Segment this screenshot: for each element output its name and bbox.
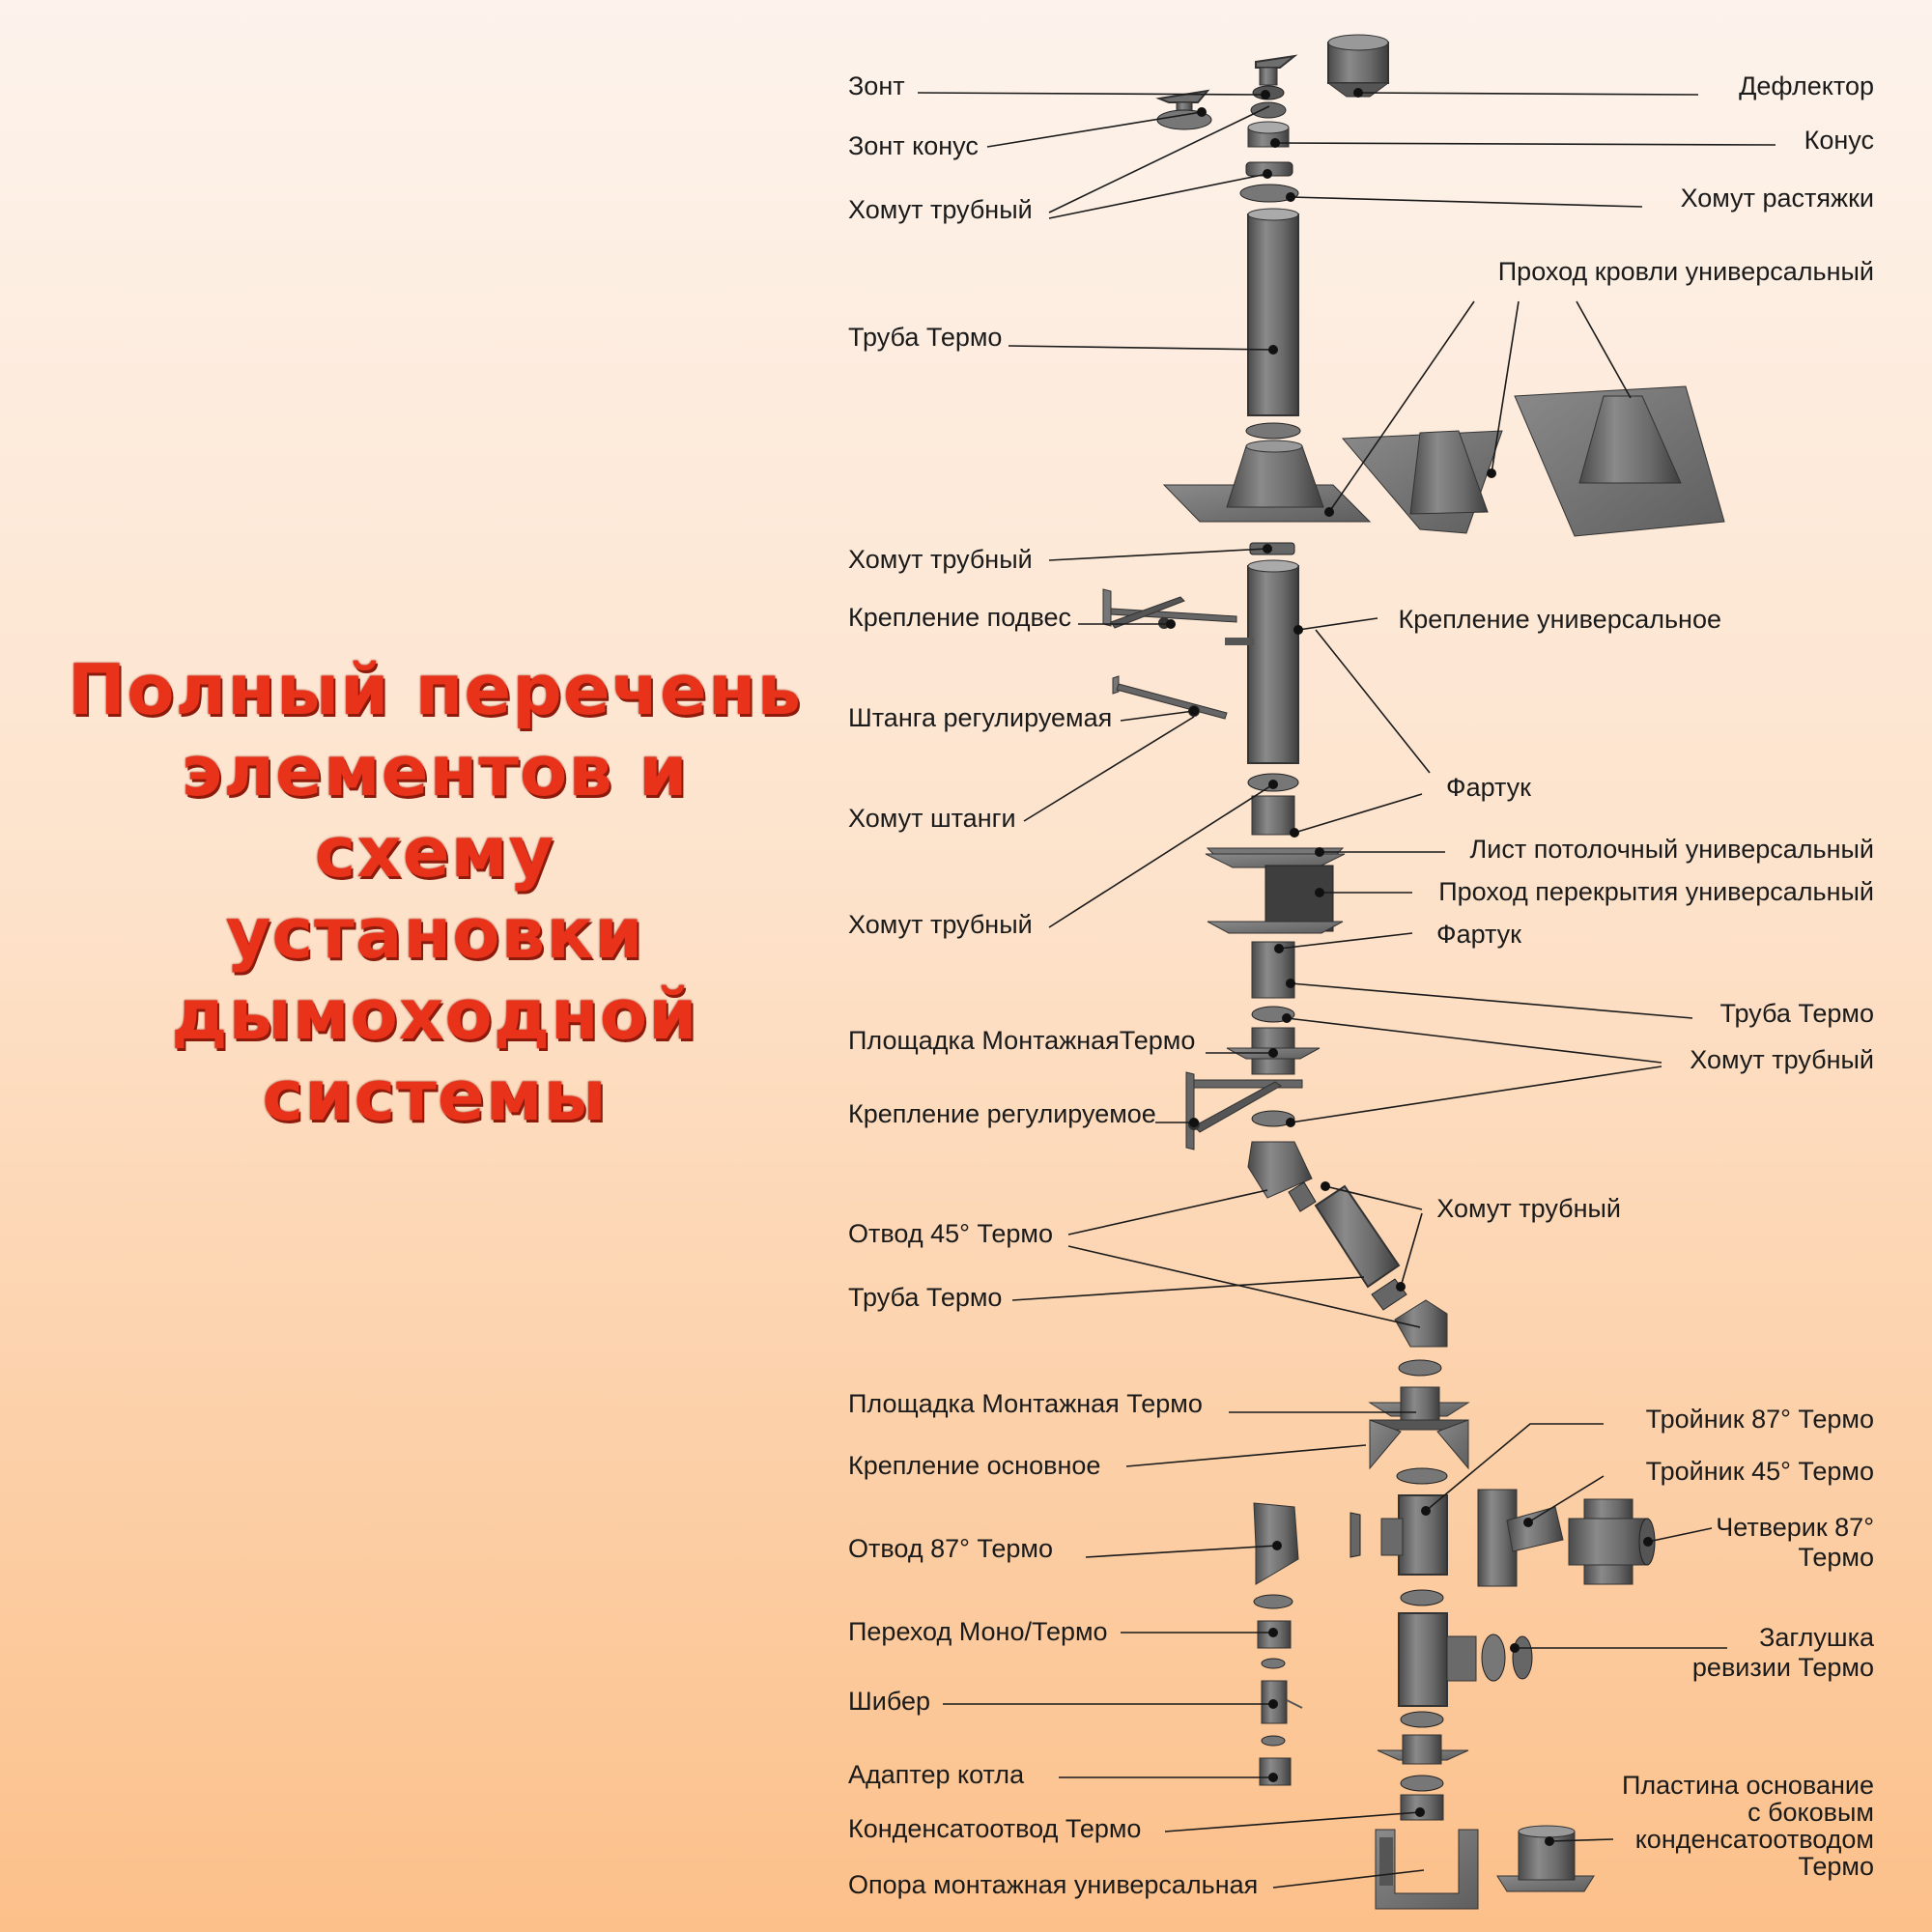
lower-platform-part — [1377, 1711, 1469, 1792]
label-fartuk-2: Фартук — [1436, 920, 1521, 949]
kreplenie-osn-part — [1369, 1419, 1469, 1470]
perehod-part — [1253, 1594, 1293, 1649]
kreplenie-podves-part — [1102, 588, 1237, 629]
label-ploshadka-2: Площадка Монтажная Термо — [848, 1389, 1203, 1418]
label-truba-3: Труба Термо — [1719, 999, 1874, 1028]
label-list-potolochny: Лист потолочный универсальный — [1469, 835, 1874, 864]
prohod-krovli-2 — [1341, 430, 1503, 534]
label-perehod: Переход Моно/Термо — [848, 1617, 1108, 1646]
ploshadka-2-part — [1368, 1359, 1470, 1431]
prohod-krovli-1 — [1162, 440, 1372, 523]
zont-part — [1250, 54, 1298, 119]
label-otvod-87: Отвод 87° Термо — [848, 1534, 1054, 1563]
label-zont-konus: Зонт конус — [848, 131, 979, 160]
headline: Полный перечень элементов и схему устано… — [58, 649, 811, 1136]
label-chetverik: Четверик 87° Термо — [1716, 1513, 1874, 1572]
label-prohod-krovli: Проход кровли универсальный — [1497, 257, 1874, 286]
label-zaglushka: Заглушка ревизии Термо — [1691, 1623, 1874, 1682]
zaglushka-part — [1398, 1589, 1533, 1707]
homut-top-parts — [1239, 161, 1299, 203]
label-kreplenie-reg: Крепление регулируемое — [848, 1099, 1156, 1128]
label-kreplenie-univ: Крепление универсальное — [1398, 605, 1721, 634]
label-truba-2: Труба Термо — [848, 1283, 1003, 1312]
headline-line-2: элементов и схему — [181, 730, 689, 893]
leader-lines — [917, 92, 1776, 1889]
label-deflektor: Дефлектор — [1739, 71, 1874, 100]
kreplenie-reg-part — [1185, 1071, 1303, 1151]
label-homut-3: Хомут трубный — [848, 910, 1033, 939]
shtanga-part — [1112, 675, 1228, 720]
label-prohod-perekrytiya: Проход перекрытия универсальный — [1438, 877, 1874, 906]
chetverik-part — [1568, 1498, 1656, 1585]
label-troynik-87: Тройник 87° Термо — [1645, 1405, 1874, 1434]
otvod-45-upper — [1247, 1141, 1313, 1199]
leader-dots — [1166, 88, 1653, 1846]
label-homut-rastyazhki: Хомут растяжки — [1680, 184, 1874, 213]
label-otvod-45: Отвод 45° Термо — [848, 1219, 1054, 1248]
label-ploshadka-1: Площадка МонтажнаяТермо — [848, 1026, 1196, 1055]
deflektor-part — [1326, 34, 1390, 98]
list-potolochny-part — [1205, 773, 1346, 999]
truba-termo-upper — [1245, 208, 1301, 440]
plastina-part — [1496, 1825, 1595, 1892]
label-kreplenie-podves: Крепление подвес — [848, 603, 1072, 632]
truba-termo-angled — [1288, 1181, 1407, 1311]
label-truba-1: Труба Термо — [848, 323, 1003, 352]
label-homut-1: Хомут трубный — [848, 195, 1033, 224]
truba-termo-middle — [1225, 542, 1299, 764]
prohod-krovli-3 — [1514, 385, 1725, 537]
label-homut-4: Хомут трубный — [1690, 1045, 1874, 1074]
label-homut-5: Хомут трубный — [1436, 1194, 1621, 1223]
headline-line-1: Полный перечень — [67, 649, 803, 730]
label-fartuk-1: Фартук — [1446, 773, 1531, 802]
label-zont: Зонт — [848, 71, 905, 100]
label-plastina: Пластина основание с боковым конденсатоо… — [1621, 1771, 1874, 1881]
headline-line-4: дымоходной — [171, 974, 698, 1055]
troynik-45-part — [1477, 1489, 1564, 1587]
otvod-45-lower — [1394, 1299, 1448, 1348]
shiber-part — [1261, 1658, 1303, 1747]
label-konus: Конус — [1804, 126, 1874, 155]
troynik-87-part — [1350, 1467, 1448, 1576]
headline-line-5: системы — [262, 1055, 608, 1136]
label-adapter: Адаптер котла — [848, 1760, 1025, 1789]
headline-line-3: установки — [225, 893, 644, 974]
label-shiber: Шибер — [848, 1687, 931, 1716]
label-shtanga: Штанга регулируемая — [848, 703, 1113, 732]
label-kondensatootvod: Конденсатоотвод Термо — [848, 1814, 1142, 1843]
label-opora: Опора монтажная универсальная — [848, 1870, 1259, 1899]
label-kreplenie-osn: Крепление основное — [848, 1451, 1101, 1480]
opora-part — [1375, 1829, 1479, 1910]
label-troynik-45: Тройник 45° Термо — [1645, 1457, 1874, 1486]
label-homut-shtangi: Хомут штанги — [848, 804, 1016, 833]
konus-part — [1247, 121, 1290, 148]
label-homut-2: Хомут трубный — [848, 545, 1033, 574]
